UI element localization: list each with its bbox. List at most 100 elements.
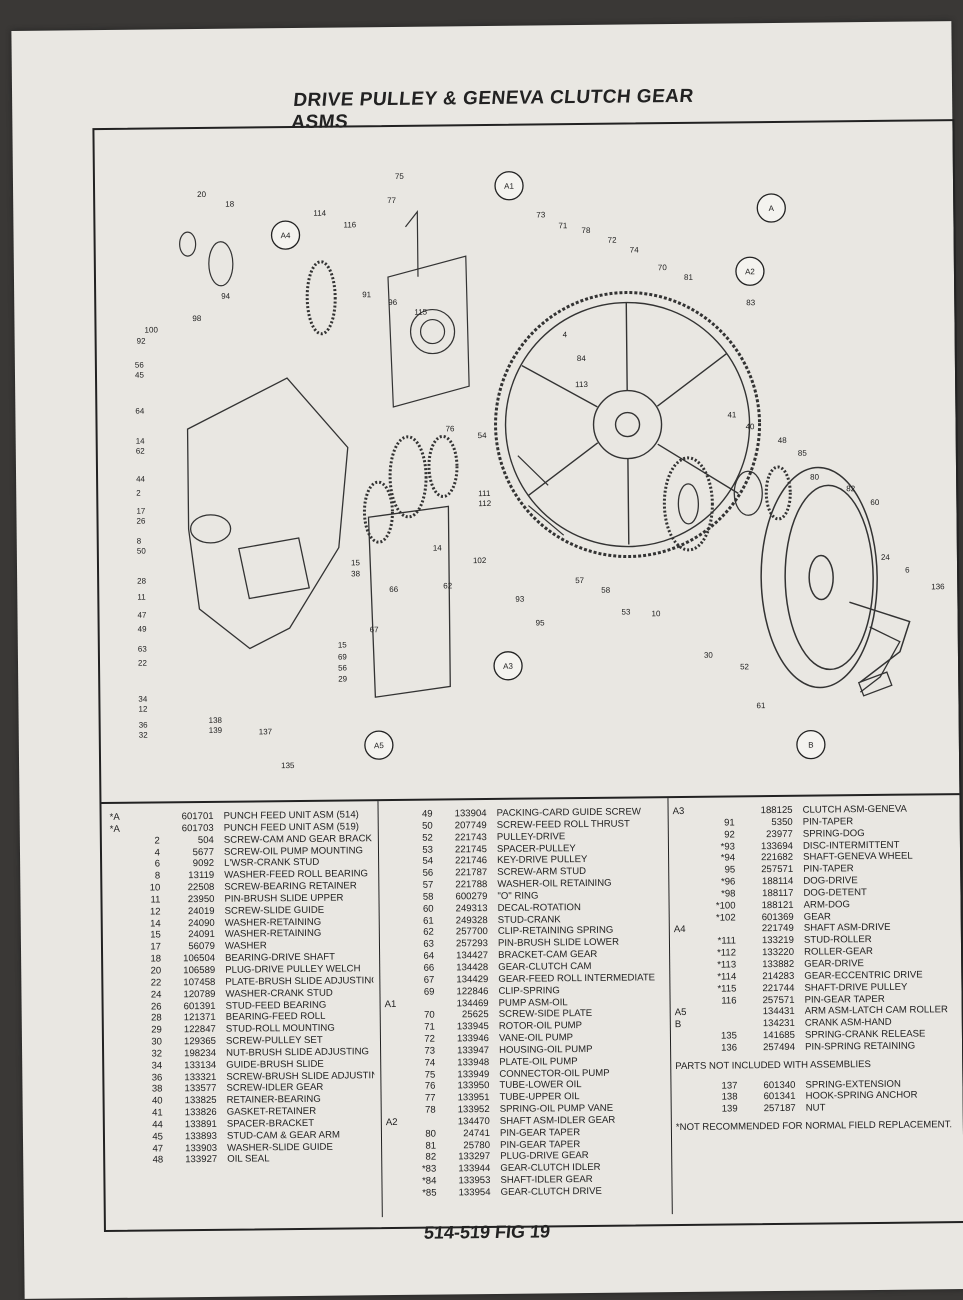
assembly-code — [386, 1164, 408, 1176]
assembly-code — [383, 833, 405, 845]
part-number: 188114 — [761, 875, 794, 888]
part-number: 134231 — [762, 1017, 795, 1030]
ref-number: 40 — [151, 1095, 163, 1107]
ref-number: 63 — [423, 938, 435, 950]
part-ref-label: 8 — [137, 537, 142, 546]
ref-number: 70 — [423, 1009, 435, 1022]
assembly-code — [111, 942, 133, 954]
part-ref-label: 78 — [581, 226, 591, 235]
part-number: 257571 — [761, 864, 794, 876]
ref-number: 20 — [150, 965, 162, 977]
part-ref-label: 138 — [209, 716, 223, 725]
callout-a3: A3 — [493, 651, 523, 681]
part-ref-label: 12 — [138, 705, 148, 714]
ref-number: 12 — [149, 906, 161, 918]
part-ref-label: 41 — [727, 410, 737, 419]
part-ref-label: 84 — [577, 354, 587, 363]
part-number: 257187 — [763, 1103, 796, 1115]
part-number: 5350 — [771, 816, 793, 828]
assembly-code: B — [674, 1019, 682, 1031]
footnote: *NOT RECOMMENDED FOR NORMAL FIELD REPLAC… — [675, 1119, 953, 1134]
assembly-code — [113, 1108, 135, 1120]
part-number: 188121 — [761, 899, 794, 911]
ref-number: *102 — [715, 912, 736, 924]
part-ref-label: 20 — [197, 190, 207, 199]
ref-number: 48 — [152, 1154, 164, 1167]
part-ref-label: 81 — [684, 273, 694, 282]
assembly-code — [385, 1010, 407, 1022]
part-number: 133134 — [184, 1059, 217, 1071]
assembly-code — [673, 853, 695, 865]
ref-number: 62 — [423, 927, 434, 939]
ref-number: 82 — [425, 1152, 437, 1164]
assembly-code — [112, 1025, 134, 1037]
part-number: 13119 — [188, 870, 215, 882]
assembly-code — [383, 892, 405, 904]
part-number: 134429 — [456, 973, 489, 986]
part-ref-label: 83 — [746, 298, 756, 307]
ref-number — [697, 1007, 737, 1019]
assembly-code — [113, 1120, 135, 1132]
part-number: 601341 — [763, 1091, 796, 1103]
part-ref-label: 28 — [137, 577, 147, 586]
part-ref-label: 44 — [136, 475, 146, 484]
part-number: 257700 — [455, 926, 488, 938]
part-ref-label: 73 — [536, 210, 546, 219]
part-ref-label: 61 — [756, 701, 766, 710]
assembly-code: *A — [109, 811, 120, 823]
assembly-code: A1 — [384, 998, 397, 1010]
part-ref-label: 29 — [338, 674, 348, 683]
assembly-code — [383, 868, 405, 880]
assembly-code — [111, 954, 133, 966]
part-number: 133891 — [184, 1118, 217, 1131]
ref-number: 49 — [421, 808, 433, 820]
assembly-code — [384, 915, 406, 927]
assembly-code — [385, 1034, 407, 1046]
assembly-code — [383, 880, 405, 892]
ref-number: 66 — [423, 962, 435, 974]
ref-number: 139 — [721, 1103, 738, 1115]
assembly-code — [110, 895, 132, 907]
ref-number — [697, 1019, 737, 1031]
svg-text:A5: A5 — [374, 741, 384, 750]
part-ref-label: 52 — [740, 662, 750, 671]
assembly-code — [675, 1080, 697, 1092]
part-number: 221787 — [455, 867, 488, 879]
part-description: OIL SEAL — [227, 1153, 270, 1166]
assembly-code — [676, 1104, 698, 1116]
ref-number: 95 — [724, 864, 736, 876]
ref-number: 30 — [151, 1036, 163, 1048]
part-ref-label: 70 — [658, 263, 668, 272]
ref-number: *94 — [720, 852, 736, 864]
ref-number: 77 — [424, 1092, 436, 1104]
assembly-code — [384, 987, 406, 999]
assembly-code: A3 — [672, 805, 685, 818]
part-ref-label: 53 — [621, 608, 631, 617]
part-ref-label: 48 — [778, 436, 788, 445]
ref-number: 116 — [721, 994, 737, 1007]
ref-number: *111 — [717, 935, 737, 947]
ref-number: *93 — [720, 840, 736, 853]
assembly-code: A5 — [674, 1007, 687, 1019]
part-number: 601701 — [181, 810, 214, 823]
ref-number: 47 — [152, 1143, 164, 1155]
part-ref-label: 135 — [281, 761, 295, 770]
part-ref-label: 34 — [138, 695, 148, 704]
ref-number: 41 — [151, 1107, 163, 1119]
ref-number — [696, 924, 736, 936]
ref-number: 60 — [422, 903, 434, 915]
part-ref-label: 100 — [144, 325, 158, 334]
ref-number — [132, 823, 160, 835]
part-ref-label: 82 — [846, 484, 856, 493]
ref-number: 52 — [422, 832, 433, 844]
assembly-code — [674, 936, 696, 948]
assembly-code — [674, 960, 696, 972]
part-description: PIN-SPRING RETAINING — [805, 1040, 916, 1053]
part-number: 221744 — [762, 982, 795, 994]
mounting-frame — [186, 377, 451, 698]
part-number: 504 — [197, 834, 214, 846]
ref-number: 69 — [423, 986, 435, 998]
assembly-code — [383, 821, 405, 833]
part-ref-label: 17 — [136, 507, 146, 516]
